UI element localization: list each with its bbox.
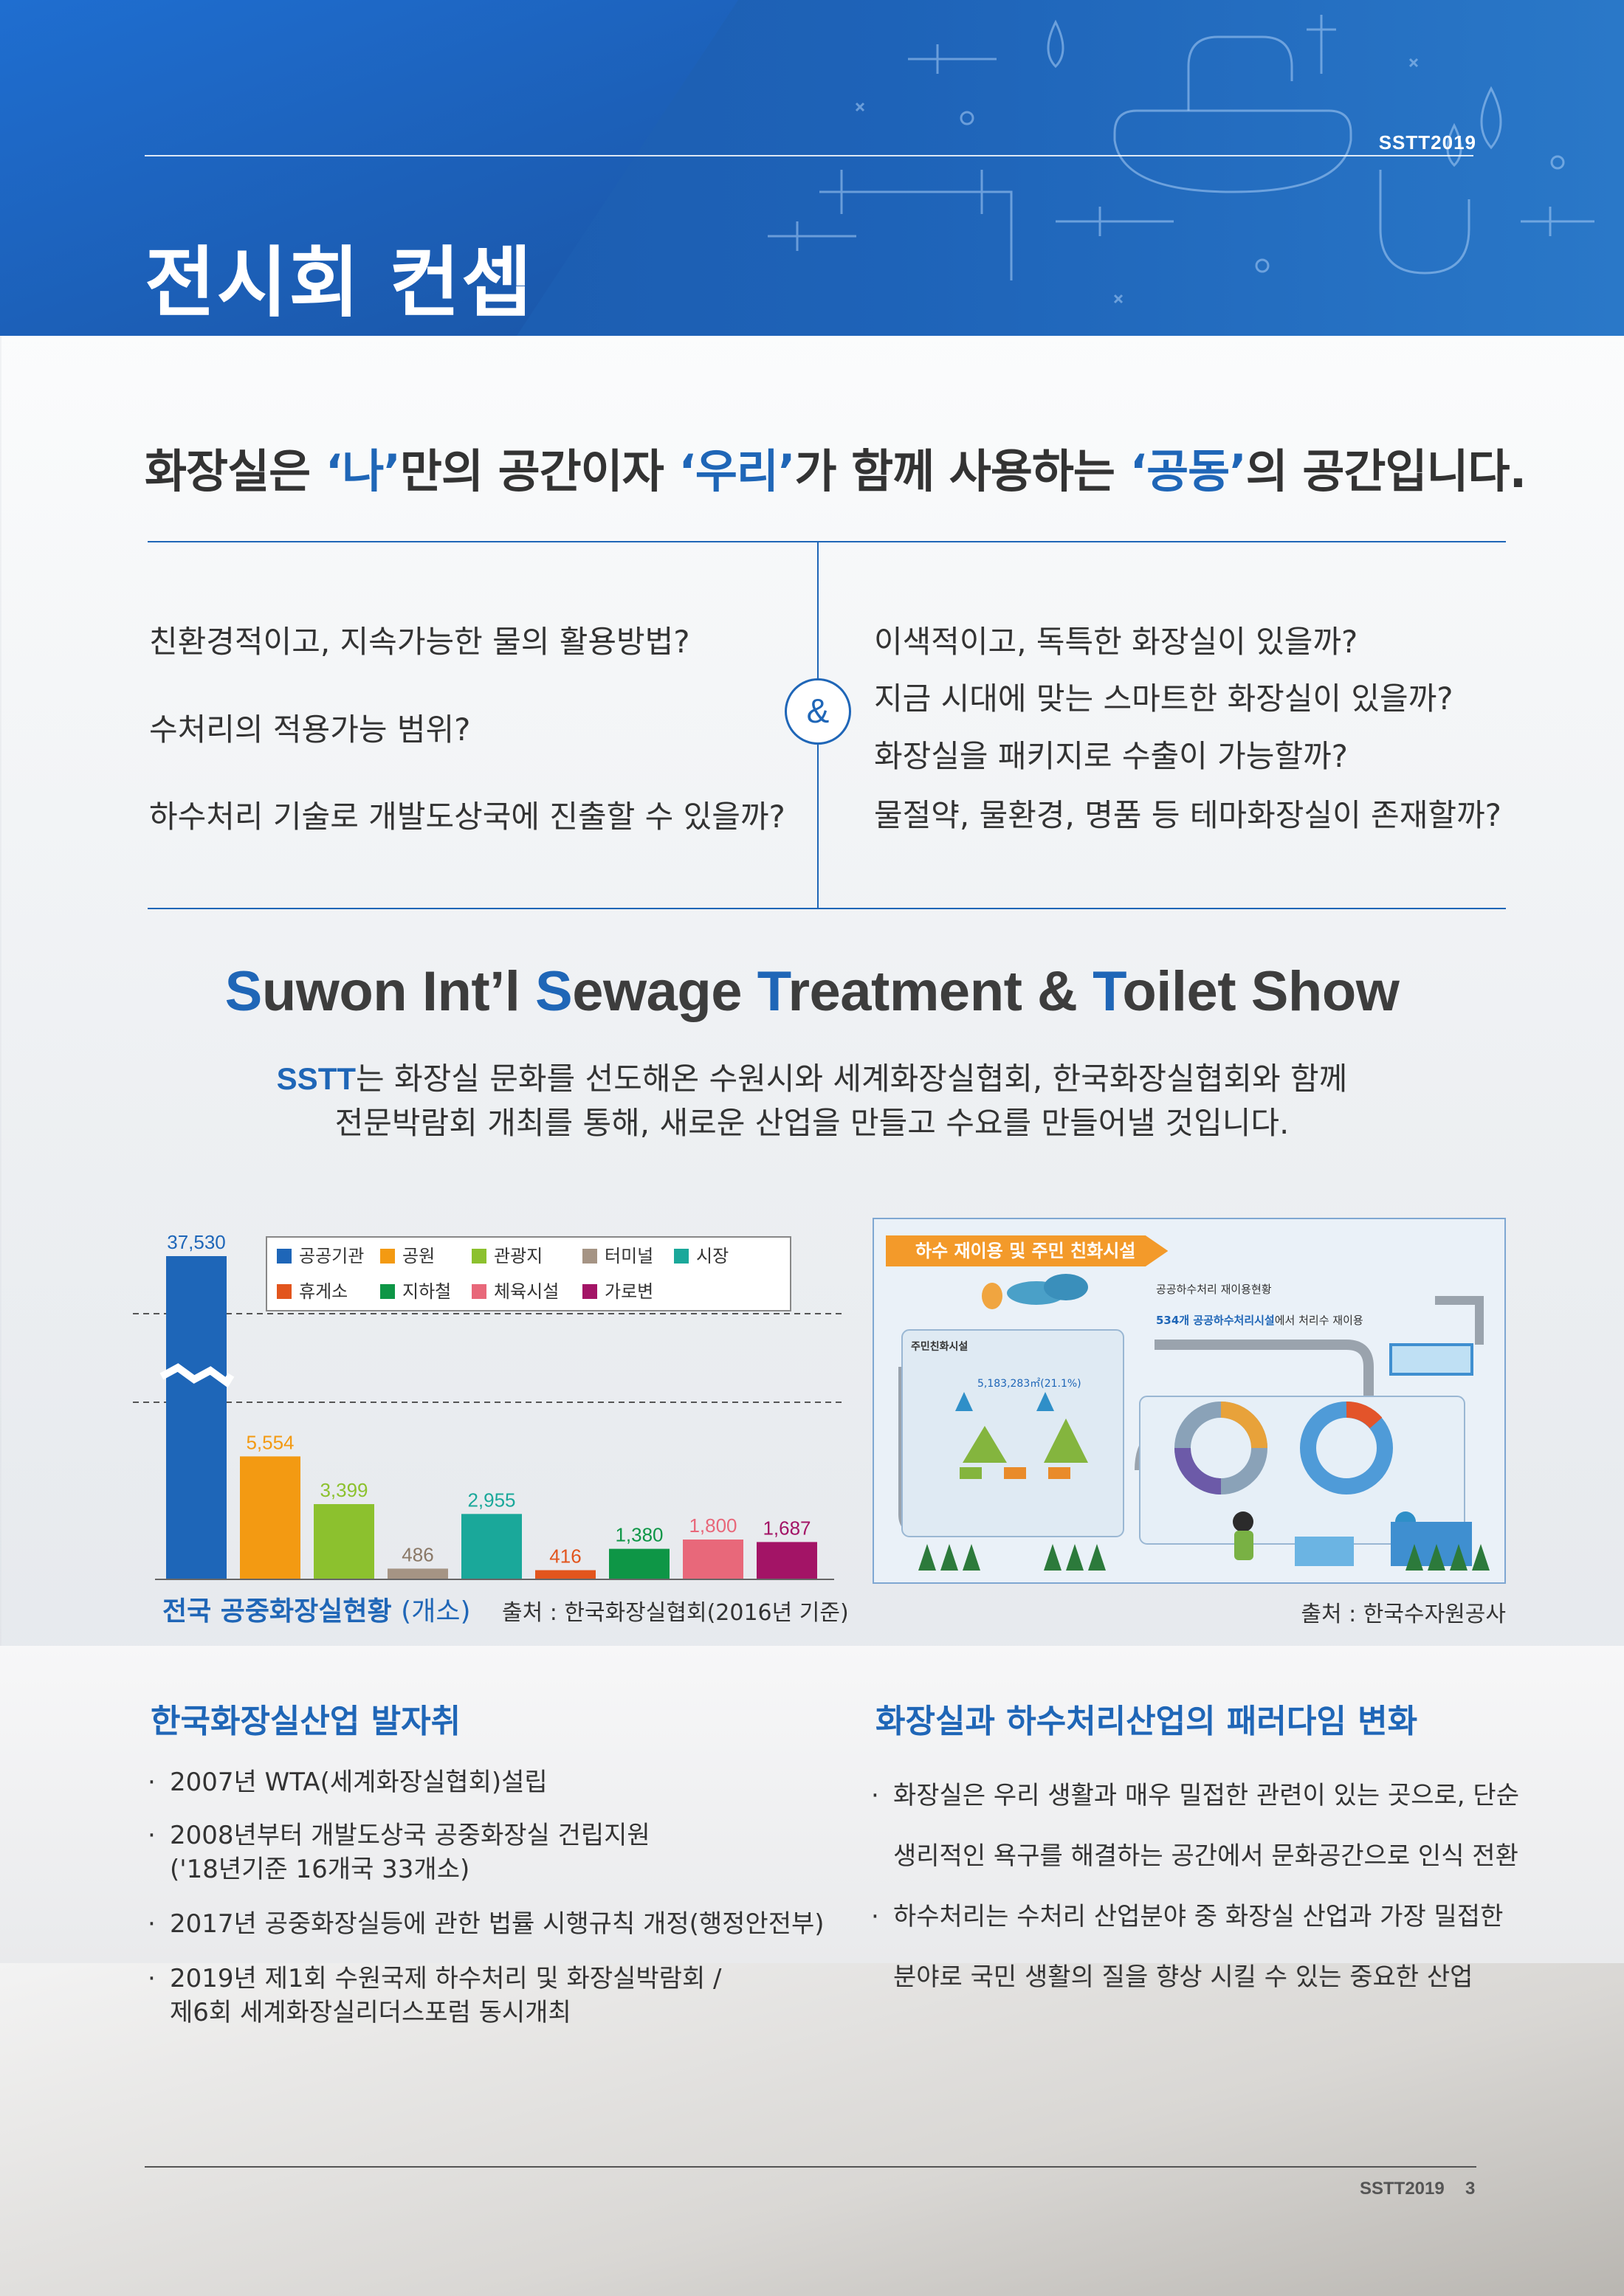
header-band: SSTT2019 전시회 컨셉 — [0, 0, 1624, 336]
header-rule — [145, 155, 1473, 156]
plumbing-line-art — [768, 15, 1594, 304]
chart-value-label: 1,380 — [615, 1524, 663, 1546]
footer-tag: SSTT2019 — [1360, 2179, 1445, 2199]
toilet-count-bar-chart: 37,530 5,554 3,399 486 2,955 416 1,380 1,800 1,6… — [133, 1231, 842, 1580]
legend-label: 공원 — [402, 1246, 435, 1266]
section-title-history: 한국화장실산업 발자취 — [151, 1703, 461, 1740]
show-title: Suwon Int’l Sewage Treatment & Toilet Sh… — [224, 960, 1400, 1023]
infographic-sub-right: 534개 공공하수처리시설에서 처리수 재이용 — [1156, 1314, 1363, 1327]
infographic-illustration — [898, 1274, 1490, 1571]
legend-label: 관광지 — [494, 1246, 543, 1266]
chart-bar — [314, 1504, 374, 1579]
water-reuse-infographic: 하수 재이용 및 주민 친화시설 공공하수처리 재이용현황 534개 공공하수처… — [873, 1218, 1506, 1584]
chart-bar — [388, 1568, 448, 1579]
legend-swatch — [582, 1284, 597, 1299]
chart-bar — [461, 1514, 522, 1579]
chart-bar — [609, 1548, 670, 1579]
headline: 화장실은 ‘나’만의 공간이자 ‘우리’가 함께 사용하는 ‘공동’의 공간입니… — [145, 444, 1527, 498]
infographic-title-left: 주민친화시설 — [911, 1341, 968, 1353]
chart-value-label: 486 — [402, 1543, 433, 1565]
intro-line-2: 전문박람회 개최를 통해, 새로운 산업을 만들고 수요를 만들어낼 것입니다. — [334, 1105, 1290, 1141]
legend-label: 체육시설 — [494, 1281, 559, 1302]
question-box-top-rule — [148, 541, 1506, 542]
question-left-3: 하수처리 기술로 개발도상국에 진출할 수 있을까? — [149, 799, 785, 835]
header-tag: SSTT2019 — [1378, 131, 1476, 154]
chart-bar — [683, 1540, 743, 1579]
intro-line-1: SSTT는 화장실 문화를 선도해온 수원시와 세계화장실협회, 한국화장실협회… — [276, 1061, 1348, 1097]
chart-axis-break — [159, 1363, 235, 1388]
background-counter — [0, 1646, 1624, 1963]
question-right-2: 지금 시대에 맞는 스마트한 화장실이 있을까? — [874, 680, 1453, 717]
chart-bar — [535, 1570, 596, 1579]
infographic-ribbon: 하수 재이용 및 주민 친화시설 — [886, 1235, 1169, 1266]
question-right-4: 물절약, 물환경, 명품 등 테마화장실이 존재할까? — [874, 797, 1501, 833]
chart-value-label: 1,687 — [763, 1517, 811, 1539]
legend-swatch — [380, 1249, 395, 1264]
chart-value-label: 37,530 — [167, 1231, 226, 1253]
question-right-3: 화장실을 패키지로 수출이 가능할까? — [874, 738, 1348, 774]
question-box-bottom-rule — [148, 908, 1506, 909]
legend-swatch — [277, 1284, 292, 1299]
legend-label: 시장 — [696, 1246, 729, 1266]
legend-label: 지하철 — [402, 1281, 451, 1302]
legend-swatch — [380, 1284, 395, 1299]
chart-value-label: 2,955 — [467, 1489, 515, 1511]
chart-bar — [166, 1256, 227, 1579]
background-floor — [0, 1963, 1624, 2296]
ampersand-badge: & — [785, 678, 851, 745]
chart-value-label: 416 — [549, 1545, 581, 1568]
chart-bar — [240, 1456, 300, 1579]
legend-label: 가로변 — [605, 1281, 653, 1302]
legend-label: 공공기관 — [299, 1246, 364, 1266]
chart-caption: 전국 공중화장실현황 (개소) — [162, 1596, 471, 1627]
chart-value-label: 5,554 — [246, 1431, 294, 1453]
history-item-4: ·2019년 제1회 수원국제 하수처리 및 화장실박람회 /제6회 세계화장실… — [148, 1964, 722, 2027]
chart-source: 출처 : 한국화장실협회(2016년 기준) — [502, 1600, 849, 1626]
legend-label: 터미널 — [605, 1246, 653, 1266]
section-title-paradigm: 화장실과 하수처리산업의 패러다임 변화 — [875, 1703, 1418, 1740]
footer-rule — [145, 2166, 1476, 2168]
history-item-2: ·2008년부터 개발도상국 공중화장실 건립지원('18년기준 16개국 33… — [148, 1821, 650, 1884]
legend-swatch — [582, 1249, 597, 1264]
page-number: 3 — [1465, 2179, 1476, 2199]
chart-legend-box — [266, 1236, 791, 1311]
history-item-1: ·2007년 WTA(세계화장실협회)설립 — [148, 1768, 548, 1797]
history-item-3: ·2017년 공중화장실등에 관한 법률 시행규칙 개정(행정안전부) — [148, 1909, 825, 1939]
chart-bar — [757, 1542, 817, 1579]
question-right-1: 이색적이고, 독특한 화장실이 있을까? — [874, 624, 1358, 660]
infographic-value-left: 5,183,283㎡(21.1%) — [977, 1378, 1081, 1390]
legend-label: 휴게소 — [299, 1281, 348, 1302]
legend-swatch — [674, 1249, 689, 1264]
legend-swatch — [472, 1249, 486, 1264]
chart-value-label: 1,800 — [689, 1514, 737, 1537]
page-title: 전시회 컨셉 — [145, 238, 534, 328]
chart-value-label: 3,399 — [320, 1479, 368, 1501]
legend-swatch — [472, 1284, 486, 1299]
question-left-1: 친환경적이고, 지속가능한 물의 활용방법? — [149, 624, 690, 660]
infographic-source: 출처 : 한국수자원공사 — [1301, 1602, 1506, 1627]
infographic-title-right: 공공하수처리 재이용현황 — [1156, 1283, 1272, 1296]
legend-swatch — [277, 1249, 292, 1264]
question-left-2: 수처리의 적용가능 범위? — [149, 711, 471, 748]
